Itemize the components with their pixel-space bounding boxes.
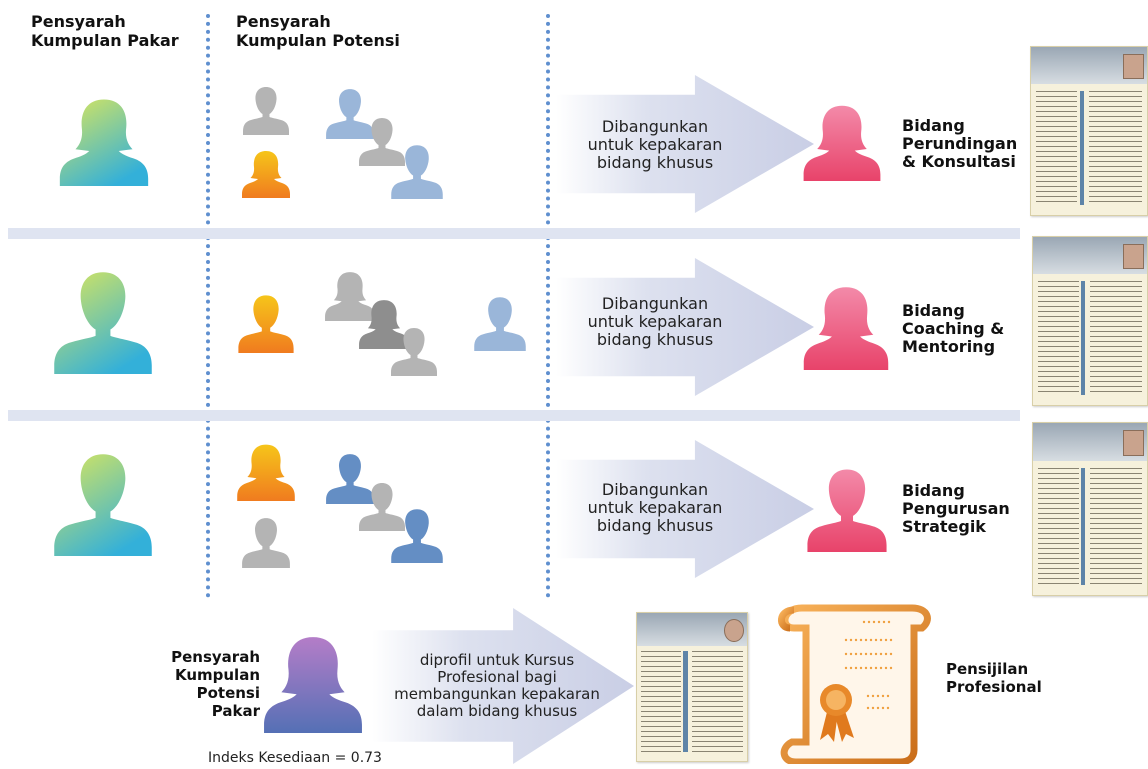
arrow-text-line: diprofil untuk Kursus	[419, 651, 575, 669]
arrow-text-line: Dibangunkan	[601, 294, 709, 313]
bottom-lecturer-label: Pensyarah Kumpulan Potensi Pakar	[150, 648, 260, 720]
orange-female-icon	[242, 151, 290, 198]
field-label-line: & Konsultasi	[902, 152, 1016, 171]
grey-male-icon	[391, 328, 437, 376]
profile-document-thumbnail	[1030, 46, 1148, 216]
certification-label-line: Profesional	[946, 678, 1042, 696]
arrow-text-line: membangunkan kepakaran	[394, 685, 600, 703]
divider-dotted-right	[546, 14, 550, 598]
arrow-text-line: untuk kepakaran	[587, 135, 723, 154]
arrow-text-row2: Dibangunkan untuk kepakaran bidang khusu…	[570, 295, 740, 349]
field-label-line: Coaching &	[902, 319, 1005, 338]
arrow-text-row3: Dibangunkan untuk kepakaran bidang khusu…	[570, 481, 740, 535]
lightblue-male-icon	[474, 297, 526, 351]
arrow-text-line: Profesional bagi	[437, 668, 557, 686]
divider-dotted-left	[206, 14, 210, 598]
expert-male-icon-row3	[54, 454, 152, 556]
bottom-label-line: Pensyarah	[171, 648, 260, 666]
header-potensi-line2: Kumpulan Potensi	[236, 31, 400, 50]
target-female-icon-row2	[803, 287, 889, 370]
readiness-index: Indeks Kesediaan = 0.73	[208, 750, 382, 766]
field-label-row2: Bidang Coaching & Mentoring	[902, 302, 1004, 356]
lightblue-male-icon	[391, 145, 443, 199]
field-label-line: Bidang	[902, 301, 965, 320]
field-label-line: Bidang	[902, 481, 965, 500]
arrow-text-line: Dibangunkan	[601, 480, 709, 499]
arrow-text-row1: Dibangunkan untuk kepakaran bidang khusu…	[570, 118, 740, 172]
arrow-text-line: bidang khusus	[596, 516, 714, 535]
arrow-text-line: untuk kepakaran	[587, 312, 723, 331]
field-label-line: Mentoring	[902, 337, 996, 356]
header-pakar-line2: Kumpulan Pakar	[31, 31, 179, 50]
expert-male-icon-row2	[54, 272, 152, 374]
field-label-line: Pengurusan	[902, 499, 1010, 518]
orange-female-icon	[237, 444, 295, 501]
certification-label: Pensijilan Profesional	[946, 660, 1042, 696]
row-divider-1	[8, 228, 1020, 239]
row-divider-2	[8, 410, 1020, 421]
field-label-line: Strategik	[902, 517, 986, 536]
arrow-text-line: bidang khusus	[596, 153, 714, 172]
grey-male-icon	[242, 518, 290, 568]
field-label-row3: Bidang Pengurusan Strategik	[902, 482, 1010, 536]
profiling-arrow-text: diprofil untuk Kursus Profesional bagi m…	[382, 652, 612, 720]
candidate-female-icon	[264, 637, 362, 733]
arrow-text-line: untuk kepakaran	[587, 498, 723, 517]
grey-male-icon	[243, 87, 289, 135]
header-kumpulan-pakar: Pensyarah Kumpulan Pakar	[31, 12, 179, 50]
header-potensi-line1: Pensyarah	[236, 12, 331, 31]
field-label-line: Perundingan	[902, 134, 1018, 153]
certificate-scroll-icon	[778, 604, 931, 764]
certification-label-line: Pensijilan	[946, 660, 1029, 678]
bottom-label-line: Kumpulan	[174, 666, 260, 684]
field-label-row1: Bidang Perundingan & Konsultasi	[902, 117, 1017, 171]
expert-female-icon-row1	[59, 99, 149, 186]
arrow-text-line: Dibangunkan	[601, 117, 709, 136]
target-male-icon-row3	[807, 469, 887, 552]
profile-document-thumbnail	[1032, 236, 1148, 406]
profile-document-thumbnail	[1032, 422, 1148, 596]
target-female-icon-row1	[803, 105, 881, 181]
field-label-line: Bidang	[902, 116, 965, 135]
bottom-label-line: Potensi Pakar	[196, 684, 260, 720]
header-kumpulan-potensi: Pensyarah Kumpulan Potensi	[236, 12, 400, 50]
blue-male-icon	[391, 509, 443, 563]
profile-document-thumbnail	[636, 612, 748, 762]
header-pakar-line1: Pensyarah	[31, 12, 126, 31]
orange-male-icon	[238, 295, 294, 353]
arrow-text-line: bidang khusus	[596, 330, 714, 349]
arrow-text-line: dalam bidang khusus	[416, 702, 578, 720]
